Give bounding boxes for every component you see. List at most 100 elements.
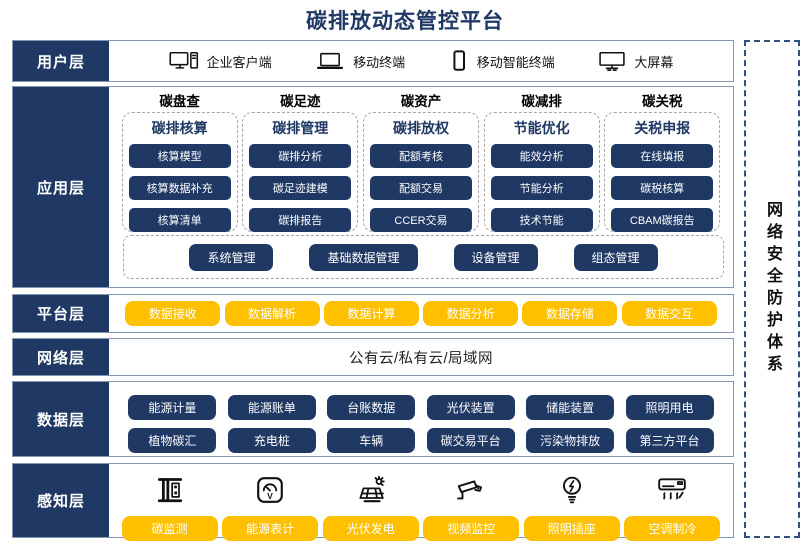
data-button-carbon-trading-platform[interactable]: 碳交易平台	[426, 428, 515, 453]
platform-button-data-parse[interactable]: 数据解析	[224, 301, 320, 326]
app-group-carbon-footprint: 碳足迹 碳排管理 碳排分析 碳足迹建模 碳排报告	[242, 92, 359, 232]
data-button-energy-bill[interactable]: 能源账单	[227, 395, 316, 420]
app-button[interactable]: 配额交易	[369, 176, 472, 200]
user-item-enterprise-client[interactable]: 企业客户端	[169, 50, 272, 72]
basic-data-management-button[interactable]: 基础数据管理	[309, 243, 418, 271]
perception-item-energy-meter: V 能源表计	[222, 468, 319, 541]
big-screen-icon	[598, 50, 626, 72]
platform-button-data-storage[interactable]: 数据存储	[522, 301, 618, 326]
app-group-category: 碳减排	[521, 94, 562, 109]
app-group-carbon-asset: 碳资产 碳排放权 配额考核 配额交易 CCER交易	[362, 92, 479, 232]
network-layer-label: 网络层	[13, 339, 109, 375]
air-conditioner-icon	[656, 468, 688, 505]
app-button[interactable]: CCER交易	[369, 208, 472, 232]
perception-button-solar-power[interactable]: 光伏发电	[322, 516, 419, 541]
platform-button-data-analyze[interactable]: 数据分析	[423, 301, 519, 326]
platform-button-data-compute[interactable]: 数据计算	[323, 301, 419, 326]
app-common-box: 系统管理 基础数据管理 设备管理 组态管理	[123, 235, 724, 279]
app-group-carbon-reduction: 碳减排 节能优化 能效分析 节能分析 技术节能	[483, 92, 600, 232]
platform-layer-label: 平台层	[13, 295, 109, 332]
user-item-label: 移动终端	[353, 54, 406, 70]
network-security-label: 网络安全防护体系	[764, 201, 781, 377]
app-button[interactable]: 配额考核	[369, 144, 472, 168]
app-button[interactable]: CBAM碳报告	[611, 208, 714, 232]
perception-item-air-conditioning: 空调制冷	[624, 468, 721, 541]
network-security-box: 网络安全防护体系	[744, 40, 800, 538]
data-button-plant-carbon-sink[interactable]: 植物碳汇	[128, 428, 217, 453]
system-management-button[interactable]: 系统管理	[189, 243, 274, 271]
perception-layer-row: 感知层 碳监测 V 能源表计 光伏发电	[12, 463, 734, 541]
app-group-category: 碳盘查	[159, 94, 200, 109]
app-group-title: 碳排核算	[151, 120, 208, 136]
data-button-energy-metering[interactable]: 能源计量	[128, 395, 217, 420]
perception-button-carbon-monitoring[interactable]: 碳监测	[121, 516, 218, 541]
data-button-vehicle[interactable]: 车辆	[327, 428, 416, 453]
cctv-camera-icon	[455, 468, 487, 505]
application-layer-row: 应用层 碳盘查 碳排核算 核算模型 核算数据补充 核算清单 碳足迹 碳排管理 碳…	[12, 86, 734, 288]
perception-button-video-surveillance[interactable]: 视频监控	[423, 516, 520, 541]
data-button-third-party-platform[interactable]: 第三方平台	[625, 428, 714, 453]
app-button[interactable]: 在线填报	[611, 144, 714, 168]
user-item-smart-mobile-terminal[interactable]: 移动智能终端	[449, 49, 555, 73]
app-group-box: 碳排核算 核算模型 核算数据补充 核算清单	[121, 112, 238, 232]
app-group-title: 关税申报	[634, 120, 691, 136]
data-button-charging-pile[interactable]: 充电桩	[227, 428, 316, 453]
carbon-monitor-icon	[155, 468, 185, 505]
light-socket-icon	[558, 468, 586, 505]
app-group-title: 碳排管理	[272, 120, 329, 136]
data-layer-label: 数据层	[13, 382, 109, 456]
app-group-carbon-tariff: 碳关税 关税申报 在线填报 碳税核算 CBAM碳报告	[604, 92, 721, 232]
app-button[interactable]: 核算模型	[128, 144, 231, 168]
data-button-lighting-power[interactable]: 照明用电	[625, 395, 714, 420]
user-item-big-screen[interactable]: 大屏幕	[598, 50, 673, 72]
solar-pv-icon	[355, 468, 387, 505]
perception-item-carbon-monitoring: 碳监测	[121, 468, 218, 541]
user-item-label: 企业客户端	[206, 54, 272, 70]
perception-layer-label: 感知层	[13, 464, 109, 537]
smartphone-icon	[449, 49, 469, 73]
network-layer-text: 公有云/私有云/局域网	[348, 350, 494, 367]
perception-item-video-surveillance: 视频监控	[423, 468, 520, 541]
app-button[interactable]: 技术节能	[490, 208, 593, 232]
user-item-label: 大屏幕	[634, 54, 674, 70]
perception-button-energy-meter[interactable]: 能源表计	[222, 516, 319, 541]
app-button[interactable]: 碳税核算	[611, 176, 714, 200]
user-item-label: 移动智能终端	[476, 54, 555, 70]
app-button[interactable]: 碳足迹建模	[249, 176, 352, 200]
app-group-category: 碳关税	[642, 94, 683, 109]
perception-item-lighting-socket: 照明插座	[523, 468, 620, 541]
platform-button-data-receive[interactable]: 数据接收	[125, 301, 221, 326]
perception-button-lighting-socket[interactable]: 照明插座	[523, 516, 620, 541]
data-button-pv-device[interactable]: 光伏装置	[426, 395, 515, 420]
desktop-pc-icon	[169, 50, 199, 72]
perception-button-air-conditioning[interactable]: 空调制冷	[624, 516, 721, 541]
data-button-storage-device[interactable]: 储能装置	[526, 395, 615, 420]
app-group-box: 节能优化 能效分析 节能分析 技术节能	[483, 112, 600, 232]
platform-button-data-exchange[interactable]: 数据交互	[621, 301, 717, 326]
data-button-ledger-data[interactable]: 台账数据	[327, 395, 416, 420]
app-group-title: 节能优化	[513, 120, 570, 136]
app-group-title: 碳排放权	[392, 120, 449, 136]
user-item-mobile-terminal[interactable]: 移动终端	[315, 50, 405, 72]
configuration-management-button[interactable]: 组态管理	[573, 243, 658, 271]
app-group-box: 碳排管理 碳排分析 碳足迹建模 碳排报告	[242, 112, 359, 232]
laptop-icon	[315, 50, 345, 72]
platform-layer-row: 平台层 数据接收 数据解析 数据计算 数据分析 数据存储 数据交互	[12, 294, 734, 333]
app-group-category: 碳资产	[400, 94, 442, 109]
data-layer-row: 数据层 能源计量 能源账单 台账数据 光伏装置 储能装置 照明用电 植物碳汇 充…	[12, 381, 734, 457]
application-layer-label: 应用层	[13, 87, 109, 287]
network-layer-row: 网络层 公有云/私有云/局域网	[12, 338, 734, 376]
app-button[interactable]: 核算数据补充	[128, 176, 231, 200]
page-title: 碳排放动态管控平台	[306, 10, 504, 33]
app-button[interactable]: 碳排分析	[249, 144, 352, 168]
app-group-box: 关税申报 在线填报 碳税核算 CBAM碳报告	[604, 112, 721, 232]
energy-meter-icon: V	[255, 468, 285, 505]
app-button[interactable]: 能效分析	[490, 144, 593, 168]
app-button[interactable]: 核算清单	[128, 208, 231, 232]
perception-item-solar-power: 光伏发电	[322, 468, 419, 541]
user-layer-row: 用户层 企业客户端 移动终端 移动智能终端 大屏幕	[12, 40, 734, 82]
device-management-button[interactable]: 设备管理	[453, 243, 538, 271]
app-button[interactable]: 节能分析	[490, 176, 593, 200]
data-button-pollutant-emission[interactable]: 污染物排放	[526, 428, 615, 453]
app-button[interactable]: 碳排报告	[249, 208, 352, 232]
